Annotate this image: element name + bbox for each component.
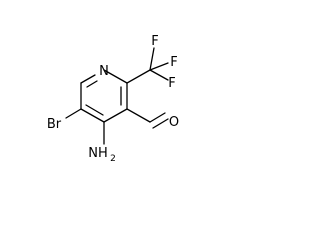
fluorine-top-label: F [151,34,158,49]
bond-c3-cho [126,108,151,123]
aldehyde-oxygen-label: O [169,115,179,130]
bond-cho-o-double [152,118,169,129]
bond-c6-n1-inner [86,80,98,88]
bond-c6-n1 [80,74,96,84]
chemical-structure-diagram: N F F F O Br NH 2 [47,34,179,164]
amino-subscript-label: 2 [110,154,116,164]
amino-group-label: NH 2 [88,146,116,164]
bond-cho-o [149,112,166,123]
bond-c4-c5 [80,108,105,123]
bond-c3-c4 [103,108,128,123]
fluorine-right-label: F [170,55,177,70]
bond-cf3-f-top [149,47,155,71]
bond-cf3-f-right [149,62,169,71]
fluorine-bottom-label: F [168,76,175,91]
bond-c5-br [65,108,82,119]
bond-c2-cf3 [126,69,151,84]
bond-n1-c2 [103,69,128,84]
bond-cf3-f-bottom [149,69,169,81]
bond-c4-c5-inner [85,104,104,116]
ring-nitrogen-label: N [99,64,109,79]
bromine-label: Br [47,117,62,132]
amino-n-label: NH [88,146,108,161]
